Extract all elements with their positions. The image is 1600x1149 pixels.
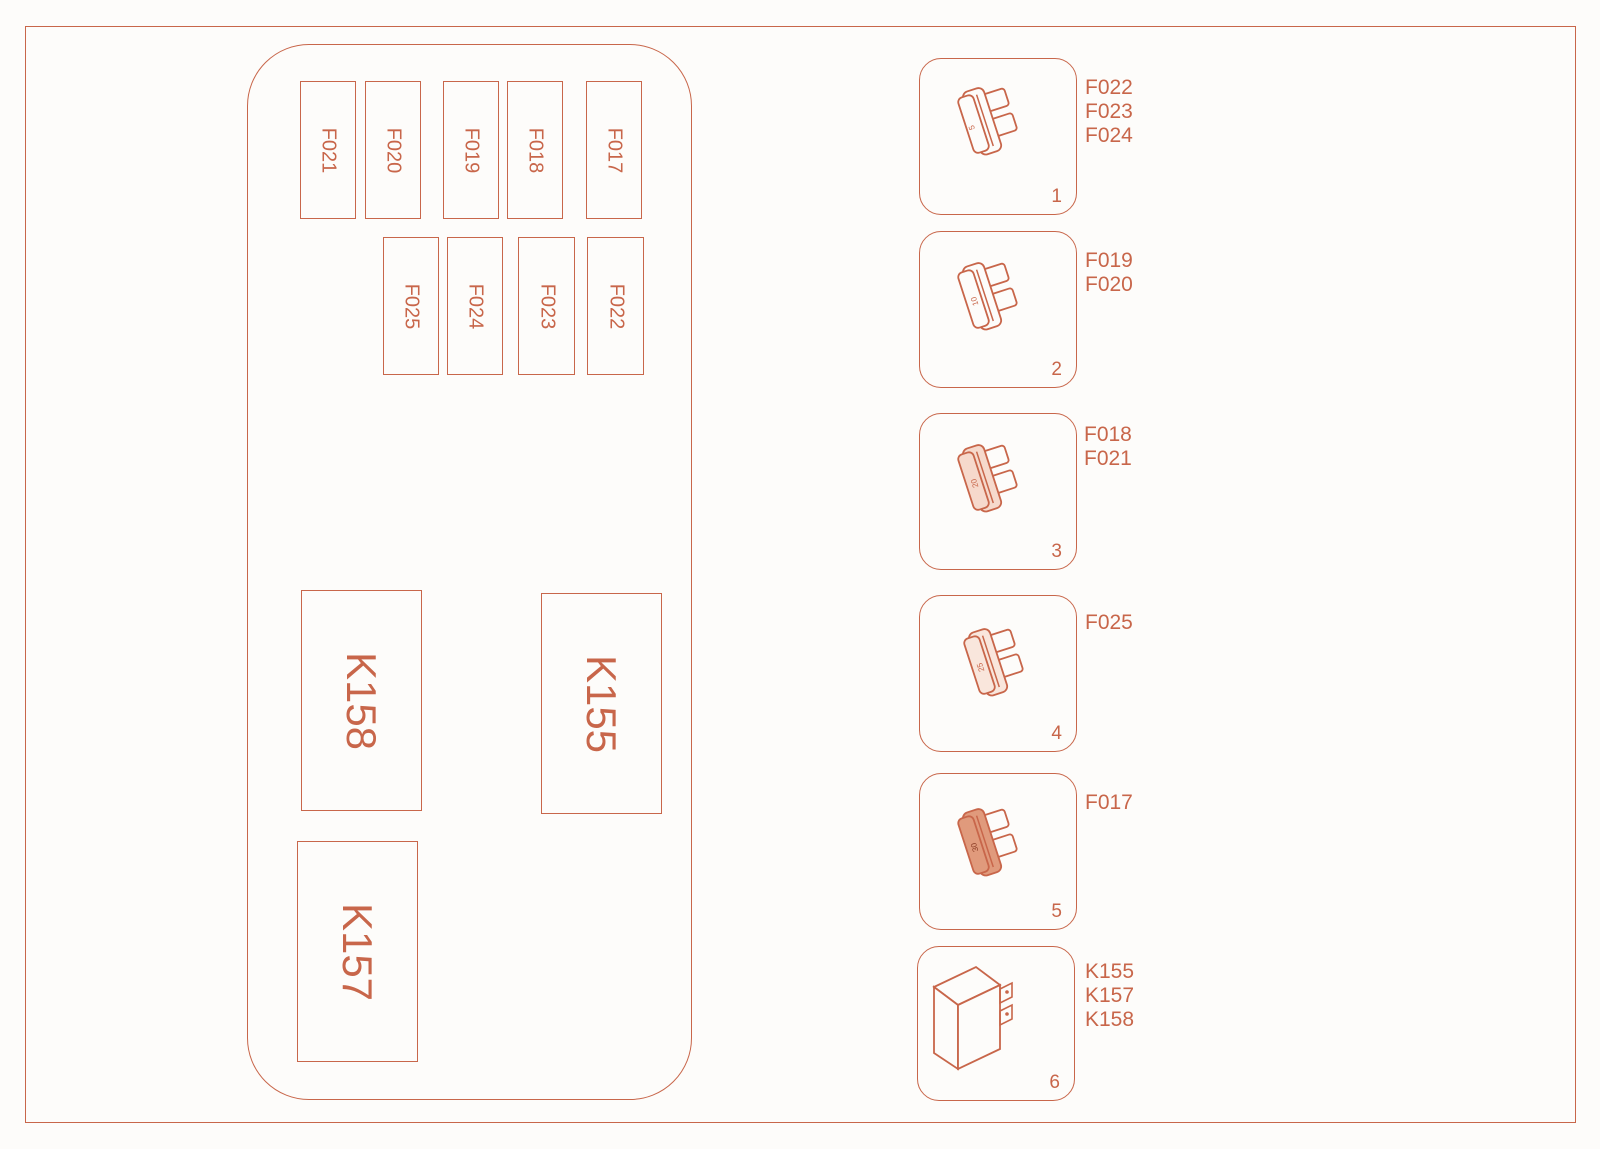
legend-item: F017 <box>1085 791 1133 814</box>
legend-card-3: 20 3 <box>919 413 1077 570</box>
legend-card-6: 6 <box>917 946 1075 1101</box>
legend-items-4: F025 <box>1085 611 1133 635</box>
legend-card-2: 10 2 <box>919 231 1077 388</box>
legend-number: 2 <box>1051 359 1062 380</box>
relay-slot-k157: K157 <box>297 841 418 1062</box>
legend-item: F020 <box>1085 273 1133 296</box>
fuse-slot-label: F024 <box>464 283 487 329</box>
legend-items-2: F019 F020 <box>1085 249 1133 297</box>
legend-items-5: F017 <box>1085 791 1133 815</box>
legend-items-1: F022 F023 F024 <box>1085 76 1133 148</box>
fuse-rating-label: 10 <box>969 295 980 307</box>
legend-items-3: F018 F021 <box>1084 423 1132 471</box>
fuse-rating-label: 20 <box>969 477 980 489</box>
relay-slot-label: K157 <box>334 902 382 1001</box>
legend-item: F022 <box>1085 76 1133 99</box>
fuse-slot-label: F021 <box>317 127 340 173</box>
legend-item: F018 <box>1084 423 1132 446</box>
fuse-slot-f023: F023 <box>518 237 575 375</box>
fuse-rating-label: 25 <box>975 661 986 673</box>
fuse-slot-f025: F025 <box>383 237 439 375</box>
fuse-slot-label: F025 <box>400 283 423 329</box>
legend-number: 4 <box>1051 723 1062 744</box>
fuse-30a-icon: 30 <box>957 808 1018 877</box>
legend-item: K158 <box>1085 1008 1135 1031</box>
fuse-slot-label: F020 <box>382 127 405 173</box>
relay-slot-k158: K158 <box>301 590 422 811</box>
fuse-slot-f018: F018 <box>507 81 563 219</box>
fuse-5a-icon: 5 <box>957 87 1018 156</box>
legend-card-5: 30 5 <box>919 773 1077 930</box>
fuse-slot-f021: F021 <box>300 81 356 219</box>
fuse-rating-label: 30 <box>969 841 980 853</box>
fuse-box-outline <box>247 44 692 1100</box>
fuse-slot-label: F023 <box>536 283 558 329</box>
fuse-slot-f022: F022 <box>587 237 644 375</box>
relay-slot-label: K155 <box>578 654 626 753</box>
legend-card-1: 5 1 <box>919 58 1077 215</box>
fuse-10a-icon: 10 <box>957 262 1018 331</box>
fuse-slot-label: F022 <box>605 283 627 329</box>
legend-item: F021 <box>1084 447 1132 470</box>
fuse-20a-icon: 20 <box>957 444 1018 513</box>
legend-number: 5 <box>1051 901 1062 922</box>
relay-slot-k155: K155 <box>541 593 662 814</box>
fuse-slot-f017: F017 <box>586 81 642 219</box>
relay-icon <box>932 965 1013 1071</box>
legend-number: 1 <box>1051 186 1062 207</box>
relay-slot-label: K158 <box>338 651 386 750</box>
legend-item: F024 <box>1085 124 1133 147</box>
legend-card-4: 25 4 <box>919 595 1077 752</box>
legend-number: 6 <box>1049 1072 1060 1093</box>
fuse-rating-label: 5 <box>967 123 977 131</box>
diagram-frame <box>25 26 1576 1123</box>
legend-item: F025 <box>1085 611 1133 634</box>
legend-item: K155 <box>1085 960 1135 983</box>
fuse-slot-f019: F019 <box>443 81 499 219</box>
fuse-slot-f020: F020 <box>365 81 421 219</box>
fuse-slot-label: F018 <box>524 127 547 173</box>
legend-items-6: K155 K157 K158 <box>1085 960 1134 1032</box>
legend-item: F023 <box>1085 100 1133 123</box>
legend-number: 3 <box>1051 541 1062 562</box>
fuse-slot-label: F017 <box>603 127 626 173</box>
fuse-slot-label: F019 <box>460 127 483 173</box>
fuse-slot-f024: F024 <box>447 237 503 375</box>
legend-item: F019 <box>1085 249 1133 272</box>
fuse-25a-icon: 25 <box>963 628 1024 697</box>
legend-item: K157 <box>1085 984 1135 1007</box>
